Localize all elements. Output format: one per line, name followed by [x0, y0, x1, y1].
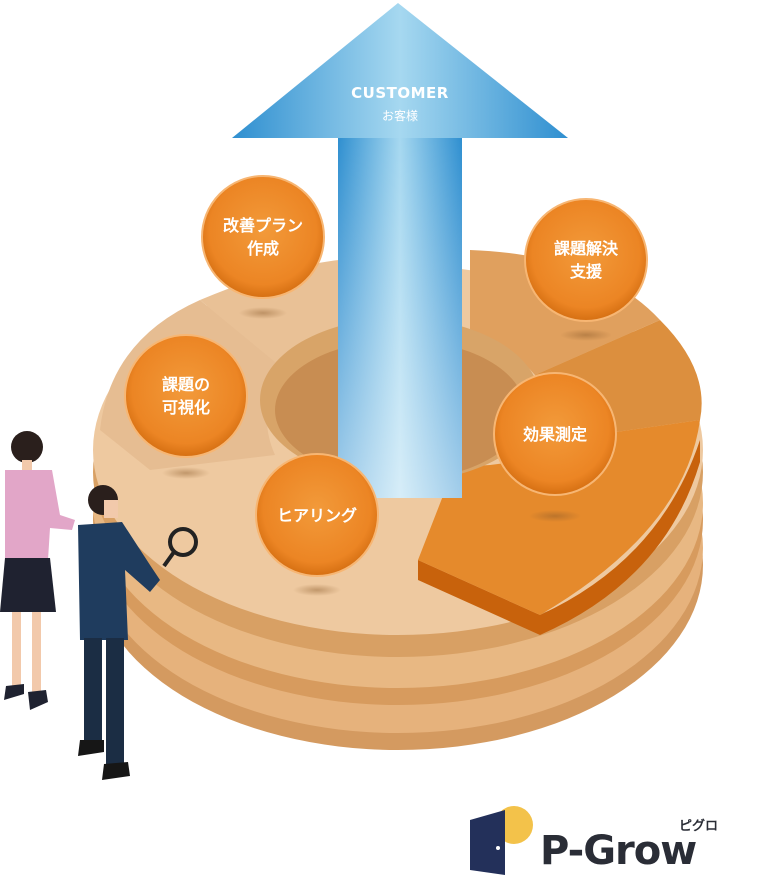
node-shadow	[239, 307, 287, 319]
woman-blouse	[5, 470, 75, 560]
node-shadows	[162, 307, 612, 596]
logo-wordmark: P-Grow	[540, 828, 697, 874]
step-node-effect-measurement	[493, 372, 617, 496]
p-grow-logo-mark	[470, 806, 533, 875]
logo-kana: ピグロ	[679, 819, 719, 834]
step-label-line: 支援	[569, 262, 602, 282]
woman-head	[11, 431, 43, 463]
woman-leg-left	[12, 612, 21, 687]
woman-shoe-right	[28, 690, 48, 710]
woman-shoe-left	[4, 684, 24, 700]
step-label-line: ヒアリング	[276, 506, 357, 525]
step-node-improvement-plan	[201, 175, 325, 299]
step-node-solution-support	[524, 198, 648, 322]
arrow-head	[232, 3, 568, 138]
step-label-line: 作成	[246, 239, 279, 259]
man-leg-right	[106, 638, 124, 766]
magnifying-glass-handle	[162, 550, 176, 568]
logo-door-knob	[496, 846, 500, 850]
step-label-hearing: ヒアリング	[257, 504, 377, 527]
step-label-line: 課題の	[161, 375, 210, 394]
step-node-visualization	[124, 334, 248, 458]
arrow-title: CUSTOMER	[351, 84, 449, 102]
step-label-improvement-plan: 改善プラン 作成	[203, 214, 323, 260]
node-shadow	[560, 329, 612, 341]
woman-leg-right	[32, 612, 41, 692]
node-shadow	[162, 467, 210, 479]
logo-door	[470, 810, 505, 875]
step-label-visualization: 課題の 可視化	[126, 373, 246, 419]
node-shadow	[293, 584, 341, 596]
woman-neck	[22, 460, 32, 470]
man-jacket	[78, 522, 160, 640]
customer-arrow	[232, 3, 568, 498]
step-label-line: 課題解決	[553, 239, 618, 258]
arrow-shaft-fade	[338, 138, 462, 498]
man-shoe-left	[78, 740, 104, 756]
man-figure	[78, 485, 198, 780]
magnifying-glass-icon	[168, 527, 198, 557]
step-label-line: 改善プラン	[222, 216, 303, 235]
arrow-subtitle: お客様	[381, 109, 418, 123]
man-leg-left	[84, 638, 102, 743]
step-label-line: 可視化	[161, 398, 210, 418]
step-node-hearing	[255, 453, 379, 577]
woman-figure	[0, 431, 75, 710]
step-label-effect-measurement: 効果測定	[495, 423, 615, 446]
step-nodes	[124, 175, 648, 577]
node-shadow	[529, 510, 581, 522]
woman-skirt	[0, 558, 56, 612]
step-label-line: 効果測定	[522, 425, 587, 444]
step-label-solution-support: 課題解決 支援	[526, 237, 646, 283]
man-shoe-right	[102, 762, 130, 780]
man-face	[104, 500, 118, 518]
